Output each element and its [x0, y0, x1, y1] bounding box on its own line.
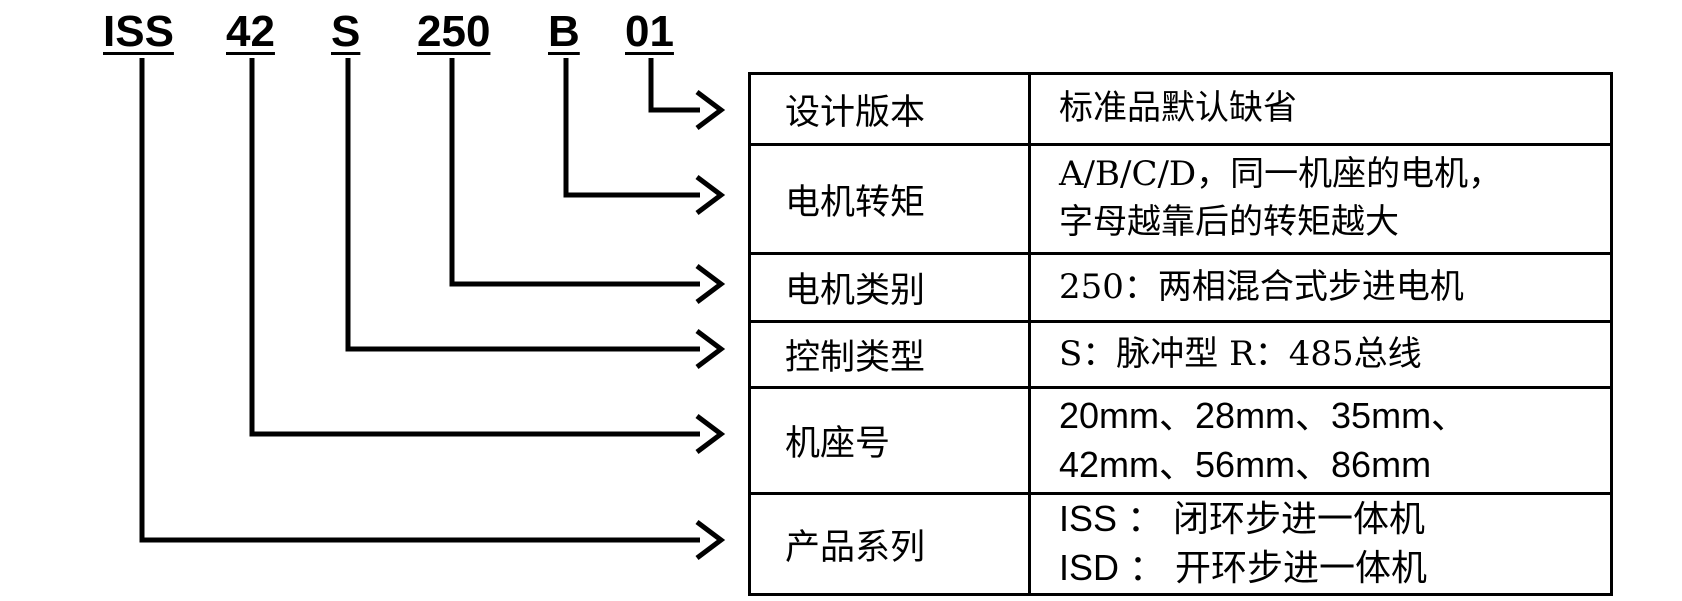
code-part-torque: B: [548, 7, 580, 56]
value-line: 20mm、28mm、35mm、: [1059, 394, 1468, 436]
row-label: 机座号: [751, 389, 1031, 492]
table-row-design-version: 设计版本 标准品默认缺省: [751, 75, 1610, 143]
value-line: S：脉冲型 R：485总线: [1059, 333, 1422, 374]
row-value: A/B/C/D，同一机座的电机， 字母越靠后的转矩越大: [1031, 146, 1610, 252]
row-label: 设计版本: [751, 75, 1031, 143]
code-part-frame-size: 42: [226, 7, 275, 56]
code-part-control-type: S: [331, 7, 361, 56]
row-value: 20mm、28mm、35mm、 42mm、56mm、86mm: [1031, 389, 1610, 492]
value-line: 42mm、56mm、86mm: [1059, 443, 1432, 485]
table-row-control-type: 控制类型 S：脉冲型 R：485总线: [751, 320, 1610, 386]
arrow-control-type: [345, 58, 700, 352]
row-label: 电机转矩: [751, 146, 1031, 252]
row-value: 250：两相混合式步进电机: [1031, 255, 1610, 320]
table-row-torque: 电机转矩 A/B/C/D，同一机座的电机， 字母越靠后的转矩越大: [751, 143, 1610, 252]
row-label: 电机类别: [751, 255, 1031, 320]
table-row-series: 产品系列 ISS ： 闭环步进一体机 ISD ： 开环步进一体机: [751, 492, 1610, 593]
row-label: 产品系列: [751, 495, 1031, 593]
table-row-frame-size: 机座号 20mm、28mm、35mm、 42mm、56mm、86mm: [751, 386, 1610, 492]
table-row-motor-type: 电机类别 250：两相混合式步进电机: [751, 252, 1610, 320]
code-part-motor-type: 250: [417, 7, 491, 56]
arrow-series: [139, 58, 700, 543]
code-description-table: 设计版本 标准品默认缺省 电机转矩 A/B/C/D，同一机座的电机， 字母越靠后…: [748, 72, 1613, 596]
value-line: ISS ： 闭环步进一体机: [1059, 498, 1426, 540]
arrow-motor-type: [449, 58, 700, 287]
value-line: ISD ： 开环步进一体机: [1059, 547, 1428, 588]
value-line: A/B/C/D，同一机座的电机，: [1059, 154, 1503, 195]
row-value: 标准品默认缺省: [1031, 75, 1610, 143]
row-label: 控制类型: [751, 323, 1031, 386]
row-value: ISS ： 闭环步进一体机 ISD ： 开环步进一体机: [1031, 495, 1610, 593]
arrow-torque: [563, 58, 700, 198]
row-value: S：脉冲型 R：485总线: [1031, 323, 1610, 386]
code-part-series: ISS: [103, 7, 174, 56]
arrow-design-version: [648, 58, 700, 113]
value-line: 标准品默认缺省: [1059, 88, 1297, 129]
arrow-frame-size: [249, 58, 700, 437]
value-line: 字母越靠后的转矩越大: [1059, 202, 1399, 242]
value-line: 250：两相混合式步进电机: [1059, 266, 1464, 307]
code-part-design-version: 01: [625, 7, 674, 56]
